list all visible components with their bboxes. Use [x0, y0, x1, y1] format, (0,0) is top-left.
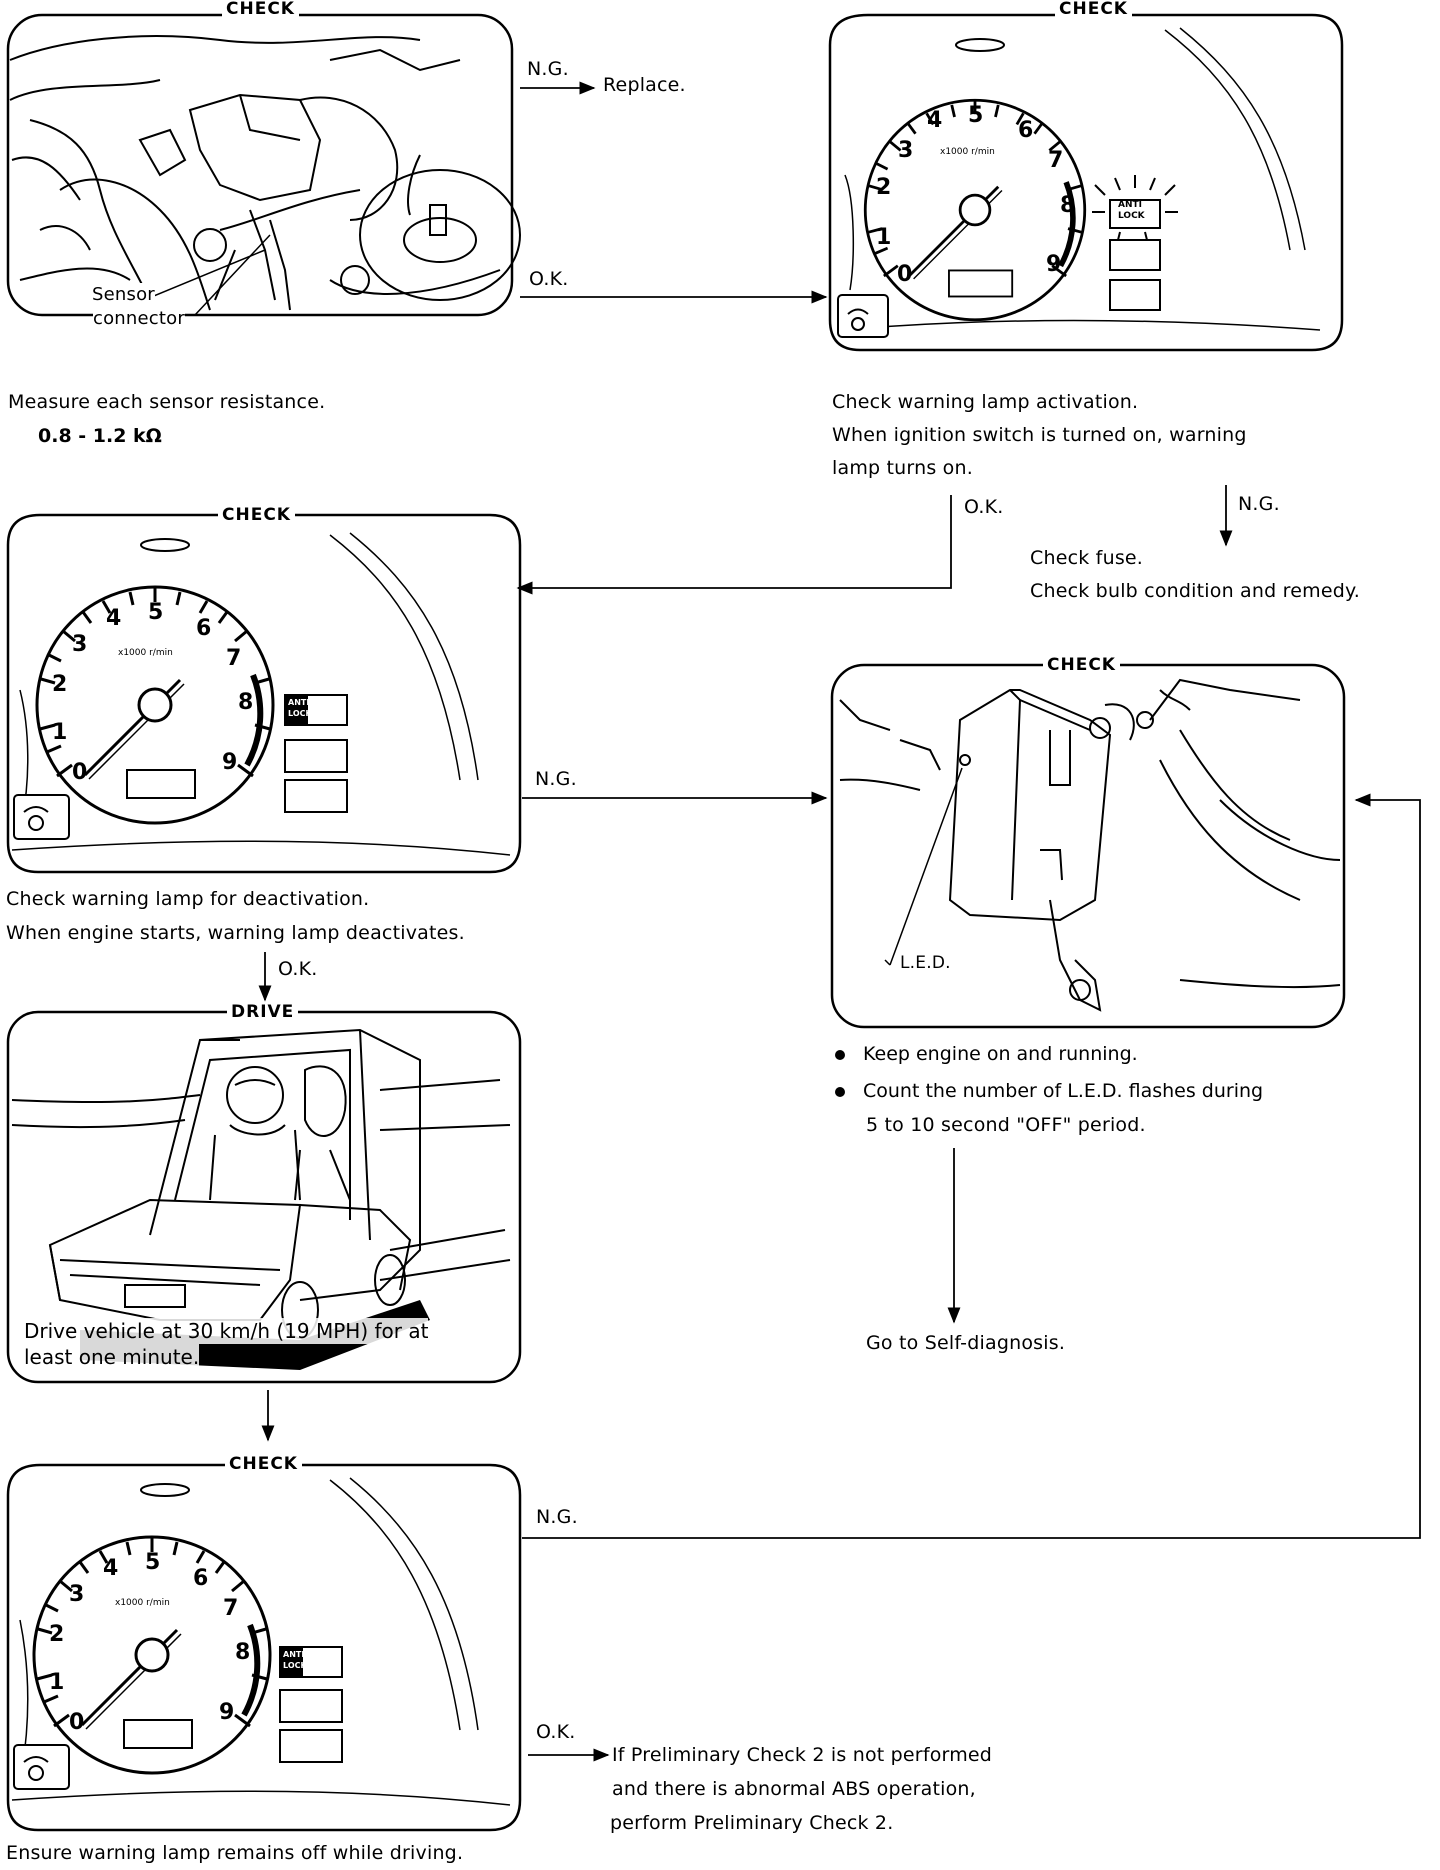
check-fuse: Check fuse.: [1030, 547, 1144, 569]
drive-desc-2: least one minute.: [24, 1344, 200, 1370]
ng-label-p6: N.G.: [536, 1506, 578, 1528]
panel-caption-lamp-driving: CHECK: [225, 1455, 302, 1473]
replace-label: Replace.: [603, 74, 686, 96]
ok-label-p1: O.K.: [529, 268, 569, 290]
arrow-p2-p3: [516, 495, 952, 595]
ok-label-p3: O.K.: [278, 958, 318, 980]
sensor-panel: [6, 13, 521, 317]
sensor-callout-line2: connector: [93, 307, 185, 331]
panel-caption-drive: DRIVE: [227, 1003, 299, 1021]
sensor-spec: 0.8 - 1.2 kΩ: [38, 425, 162, 447]
led-bullet-text-2: Count the number of L.E.D. flashes durin…: [863, 1080, 1264, 1102]
bullet-dot: [835, 1086, 845, 1097]
lamp-driving-panel: [6, 1463, 522, 1832]
ok-label-p6: O.K.: [536, 1721, 576, 1743]
panel-caption-lamp-on: CHECK: [1055, 0, 1132, 18]
arrow-p6-led: [522, 793, 1421, 1539]
led-bullet-2-cont: 5 to 10 second "OFF" period.: [866, 1114, 1146, 1136]
led-bullet-2: Count the number of L.E.D. flashes durin…: [835, 1073, 1263, 1109]
ng-label-p1: N.G.: [527, 58, 569, 80]
lamp-driving-desc: Ensure warning lamp remains off while dr…: [6, 1842, 464, 1864]
lamp-deactivation-panel: [6, 513, 522, 874]
panel-caption-lamp-off: CHECK: [218, 506, 295, 524]
ng-label-p2: N.G.: [1238, 493, 1280, 515]
panel-caption-led: CHECK: [1043, 656, 1120, 674]
final-line-3: perform Preliminary Check 2.: [610, 1812, 894, 1834]
led-label: L.E.D.: [900, 953, 951, 973]
lamp-activation-panel: [828, 13, 1344, 352]
sensor-desc: Measure each sensor resistance.: [8, 391, 326, 413]
lamp-off-desc-2: When engine starts, warning lamp deactiv…: [6, 922, 465, 944]
lamp-on-desc-3: lamp turns on.: [832, 457, 973, 479]
go-self-diag: Go to Self-diagnosis.: [866, 1332, 1066, 1354]
bullet-dot: [835, 1049, 845, 1060]
panel-caption-sensor: CHECK: [222, 0, 299, 18]
flow-arrows: [258, 81, 1421, 1762]
ng-label-p3: N.G.: [535, 768, 577, 790]
lamp-off-desc-1: Check warning lamp for deactivation.: [6, 888, 370, 910]
final-line-1: If Preliminary Check 2 is not performed: [612, 1744, 993, 1766]
final-line-2: and there is abnormal ABS operation,: [612, 1778, 976, 1800]
lamp-on-desc-2: When ignition switch is turned on, warni…: [832, 424, 1247, 446]
drive-desc-1: Drive vehicle at 30 km/h (19 MPH) for at: [24, 1318, 429, 1344]
drive-panel: [6, 1010, 522, 1384]
led-bullet-1: Keep engine on and running.: [835, 1036, 1138, 1072]
sensor-callout-line1: Sensor: [92, 283, 155, 307]
check-bulb: Check bulb condition and remedy.: [1030, 580, 1360, 602]
lamp-on-desc-1: Check warning lamp activation.: [832, 391, 1139, 413]
led-bullet-text-1: Keep engine on and running.: [863, 1043, 1138, 1065]
ok-label-p2: O.K.: [964, 496, 1004, 518]
